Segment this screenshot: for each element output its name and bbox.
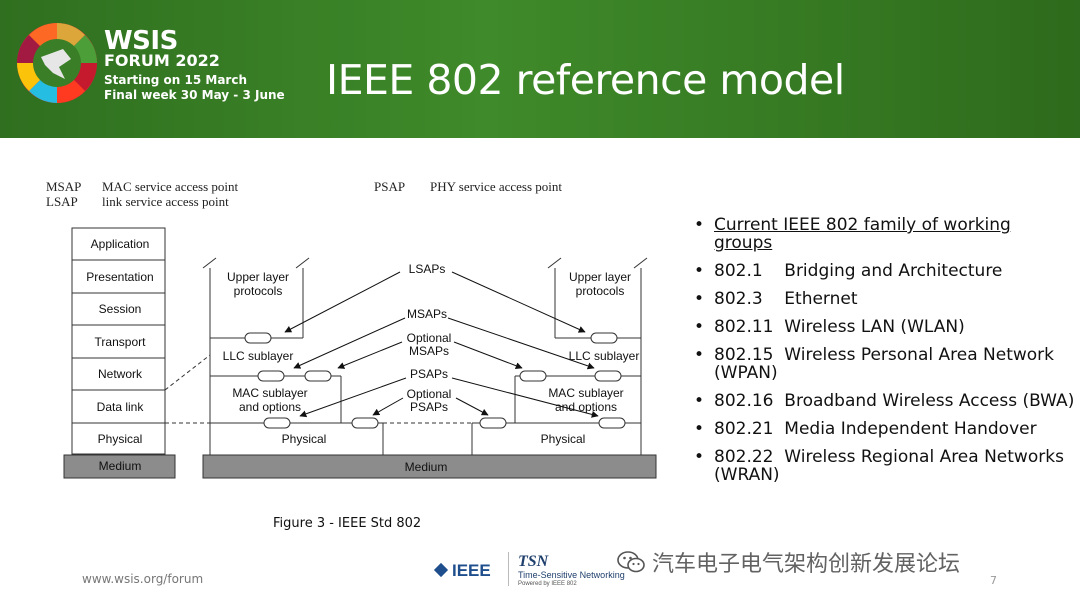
footer-url: www.wsis.org/forum [82,572,204,586]
msap-oval [519,370,547,382]
right-mac-sublayer-line2: and options [555,400,617,414]
psap-oval [263,417,291,429]
left-mac-sublayer-line2: and options [239,400,301,414]
ieee-diamond-icon [433,562,449,578]
header-banner: WSIS FORUM 2022 Starting on 15 March Fin… [0,0,1080,138]
legend-lsap-abbr: LSAP [46,194,78,209]
osi-layer-box [71,227,166,261]
list-item: 802.22 Wireless Regional Area Networks (… [694,448,1074,484]
logo-final-week: Final week 30 May - 3 June [104,88,285,102]
label-optional-msaps-line1: Optional [407,331,452,345]
left-mac-sublayer-line1: MAC sublayer [232,386,307,400]
medium-label: Medium [405,460,448,474]
osi-physical: Physical [98,432,143,446]
osi-application: Application [91,237,150,251]
right-upper-layer-line2: protocols [576,284,625,298]
wechat-watermark: 汽车电子电气架构创新发展论坛 [616,546,960,578]
left-physical: Physical [282,432,327,446]
right-upper-layer-line1: Upper layer [569,270,631,284]
logo-wsis: WSIS [104,26,178,56]
wsis-sdg-wheel-logo [17,23,97,103]
list-item: 802.21 Media Independent Handover [694,420,1074,438]
tsn-logo-subtitle: Time-Sensitive Networking [518,570,625,580]
legend-msap-abbr: MSAP [46,179,82,194]
list-item: 802.15 Wireless Personal Area Network (W… [694,346,1074,382]
page-number: 7 [990,574,997,587]
label-lsaps: LSAPs [409,262,446,276]
osi-session: Session [99,302,142,316]
label-optional-psaps-line2: PSAPs [410,400,448,414]
legend-msap-text: MAC service access point [102,179,239,194]
legend-psap-text: PHY service access point [430,179,563,194]
osi-layer-box [71,357,166,391]
osi-layer-box [71,422,166,455]
osi-medium-label: Medium [99,459,142,473]
label-optional-msaps-line2: MSAPs [409,344,449,358]
list-item: 802.11 Wireless LAN (WLAN) [694,318,1074,336]
legend-psap-abbr: PSAP [374,179,406,194]
lsap-oval [244,332,272,344]
slide-title: IEEE 802 reference model [326,56,845,104]
psap-oval [598,417,626,429]
list-item: 802.3 Ethernet [694,290,1074,308]
footer-divider [508,552,509,586]
label-optional-psaps-line1: Optional [407,387,452,401]
legend-lsap-text: link service access point [102,194,229,209]
figure-caption: Figure 3 - IEEE Std 802 [273,516,422,531]
ieee-802-reference-diagram: Application Presentation Session Transpo… [63,227,657,479]
working-groups-list: Current IEEE 802 family of working group… [694,216,1074,494]
list-item: 802.1 Bridging and Architecture [694,262,1074,280]
msap-oval [594,370,622,382]
list-item: 802.16 Broadband Wireless Access (BWA) [694,392,1074,410]
wechat-icon [617,551,645,573]
right-mac-sublayer-line1: MAC sublayer [548,386,623,400]
osi-layer-box [71,292,166,326]
osi-medium-bar [63,454,176,479]
osi-transport: Transport [95,335,147,349]
msap-oval [304,370,332,382]
list-heading: Current IEEE 802 family of working group… [694,216,1074,252]
tsn-logo-powered: Powered by IEEE 802 [518,581,577,587]
medium-bar [202,454,657,479]
osi-data-link: Data link [97,400,145,414]
ieee-logo: IEEE [433,561,491,581]
right-llc-sublayer: LLC sublayer [569,349,640,363]
left-llc-sublayer: LLC sublayer [223,349,294,363]
sap-arrows [284,271,599,418]
osi-network: Network [98,367,143,381]
osi-presentation: Presentation [86,270,153,284]
left-upper-layer-line1: Upper layer [227,270,289,284]
msap-oval [257,370,285,382]
label-psaps: PSAPs [410,367,448,381]
wsis-forum-logo-text: WSIS FORUM 2022 Starting on 15 March Fin… [104,28,285,103]
dashed-connector [164,354,211,391]
label-msaps: MSAPs [407,307,447,321]
logo-forum-year: FORUM 2022 [104,51,220,70]
tsn-logo-title: TSN [518,553,549,570]
left-upper-layer-line2: protocols [234,284,283,298]
sap-ovals [244,332,626,429]
logo-start-date: Starting on 15 March [104,73,248,87]
psap-oval [479,417,507,429]
osi-layer-stack [71,227,166,455]
watermark-text: 汽车电子电气架构创新发展论坛 [652,552,961,577]
osi-layer-box [71,259,166,294]
lsap-oval [590,332,618,344]
right-physical: Physical [541,432,586,446]
tsn-logo: TSN Time-Sensitive Networking Powered by… [518,554,625,588]
psap-oval [351,417,379,429]
